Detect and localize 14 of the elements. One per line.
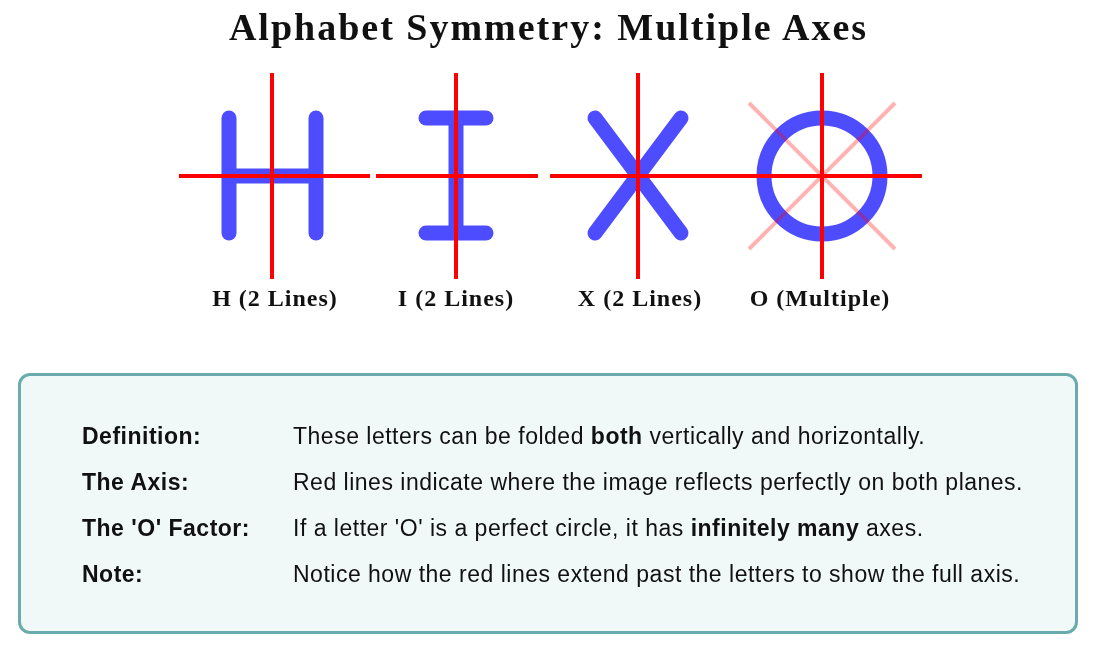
definition-text: If a letter 'O' is a perfect circle, it has infinitely many axes. [293,514,924,542]
term-label: The 'O' Factor: [82,514,250,542]
info-panel [18,373,1078,634]
definition-text: These letters can be folded both vertically and horizontally. [293,422,926,450]
letter-caption: X (2 Lines) [577,284,703,312]
term-label: The Axis: [82,468,190,496]
letter-caption: O (Multiple) [749,284,891,312]
letter-caption: I (2 Lines) [397,284,515,312]
letter-caption: H (2 Lines) [212,284,338,312]
definition-text: Notice how the red lines extend past the letters to show the full axis. [293,560,1021,588]
definition-text: Red lines indicate where the image reflects perfectly on both planes. [293,468,1023,496]
term-label: Note: [82,560,144,588]
page-title: Alphabet Symmetry: Multiple Axes [228,5,869,49]
term-label: Definition: [82,422,202,450]
